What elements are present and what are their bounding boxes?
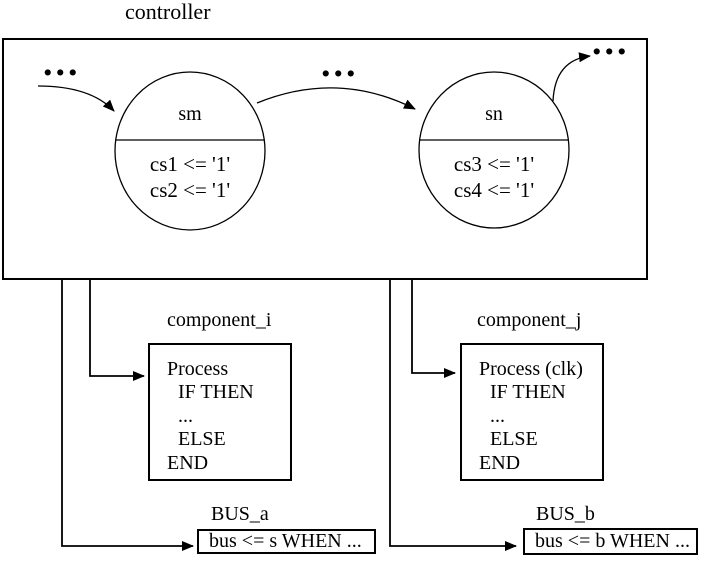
component-i-line-else: ELSE <box>178 428 226 451</box>
state-sn-name: sn <box>485 103 503 125</box>
ellipsis-before-sm: ... <box>43 42 81 84</box>
state-sm-action-1: cs1 <= '1' <box>149 152 231 176</box>
bus-b-box: bus <= b WHEN ... <box>523 528 698 555</box>
bus-b-statement: bus <= b WHEN ... <box>535 530 690 552</box>
component-i-label: component_i <box>167 309 272 331</box>
state-sn-action-1: cs3 <= '1' <box>453 152 535 176</box>
controller-box <box>2 38 648 280</box>
component-j-label: component_j <box>477 309 582 331</box>
component-j-line-ellipsis: ... <box>490 404 505 427</box>
state-sm-name: sm <box>178 103 202 125</box>
component-i-box: Process IF THEN ... ELSE END <box>148 343 292 481</box>
bus-a-statement: bus <= s WHEN ... <box>209 530 362 552</box>
component-j-line-if-then: IF THEN <box>490 381 566 404</box>
bus-b-label: BUS_b <box>536 503 595 525</box>
ellipsis-sm-to-sn: ... <box>321 43 359 85</box>
component-i-line-process: Process <box>167 358 229 380</box>
bus-a-box: bus <= s WHEN ... <box>197 529 376 554</box>
diagram-title: controller <box>125 0 211 24</box>
state-sm-actions: cs1 <= '1' cs2 <= '1' <box>115 151 265 203</box>
component-i-line-if-then: IF THEN <box>178 381 254 404</box>
component-j-line-process: Process (clk) <box>479 358 583 380</box>
component-i-line-end: END <box>167 451 209 474</box>
state-sn-action-2: cs4 <= '1' <box>453 178 535 202</box>
component-j-line-end: END <box>479 451 521 474</box>
state-sn-actions: cs3 <= '1' cs4 <= '1' <box>419 151 569 203</box>
component-i-line-ellipsis: ... <box>178 404 193 427</box>
ellipsis-after-sn: ... <box>592 21 630 63</box>
connector-controller-to-component-i <box>89 280 145 381</box>
connector-controller-to-component-j <box>411 280 456 378</box>
component-j-line-else: ELSE <box>490 428 538 451</box>
state-sm-action-2: cs2 <= '1' <box>149 178 231 202</box>
component-j-box: Process (clk) IF THEN ... ELSE END <box>460 343 604 481</box>
bus-a-label: BUS_a <box>211 503 269 525</box>
